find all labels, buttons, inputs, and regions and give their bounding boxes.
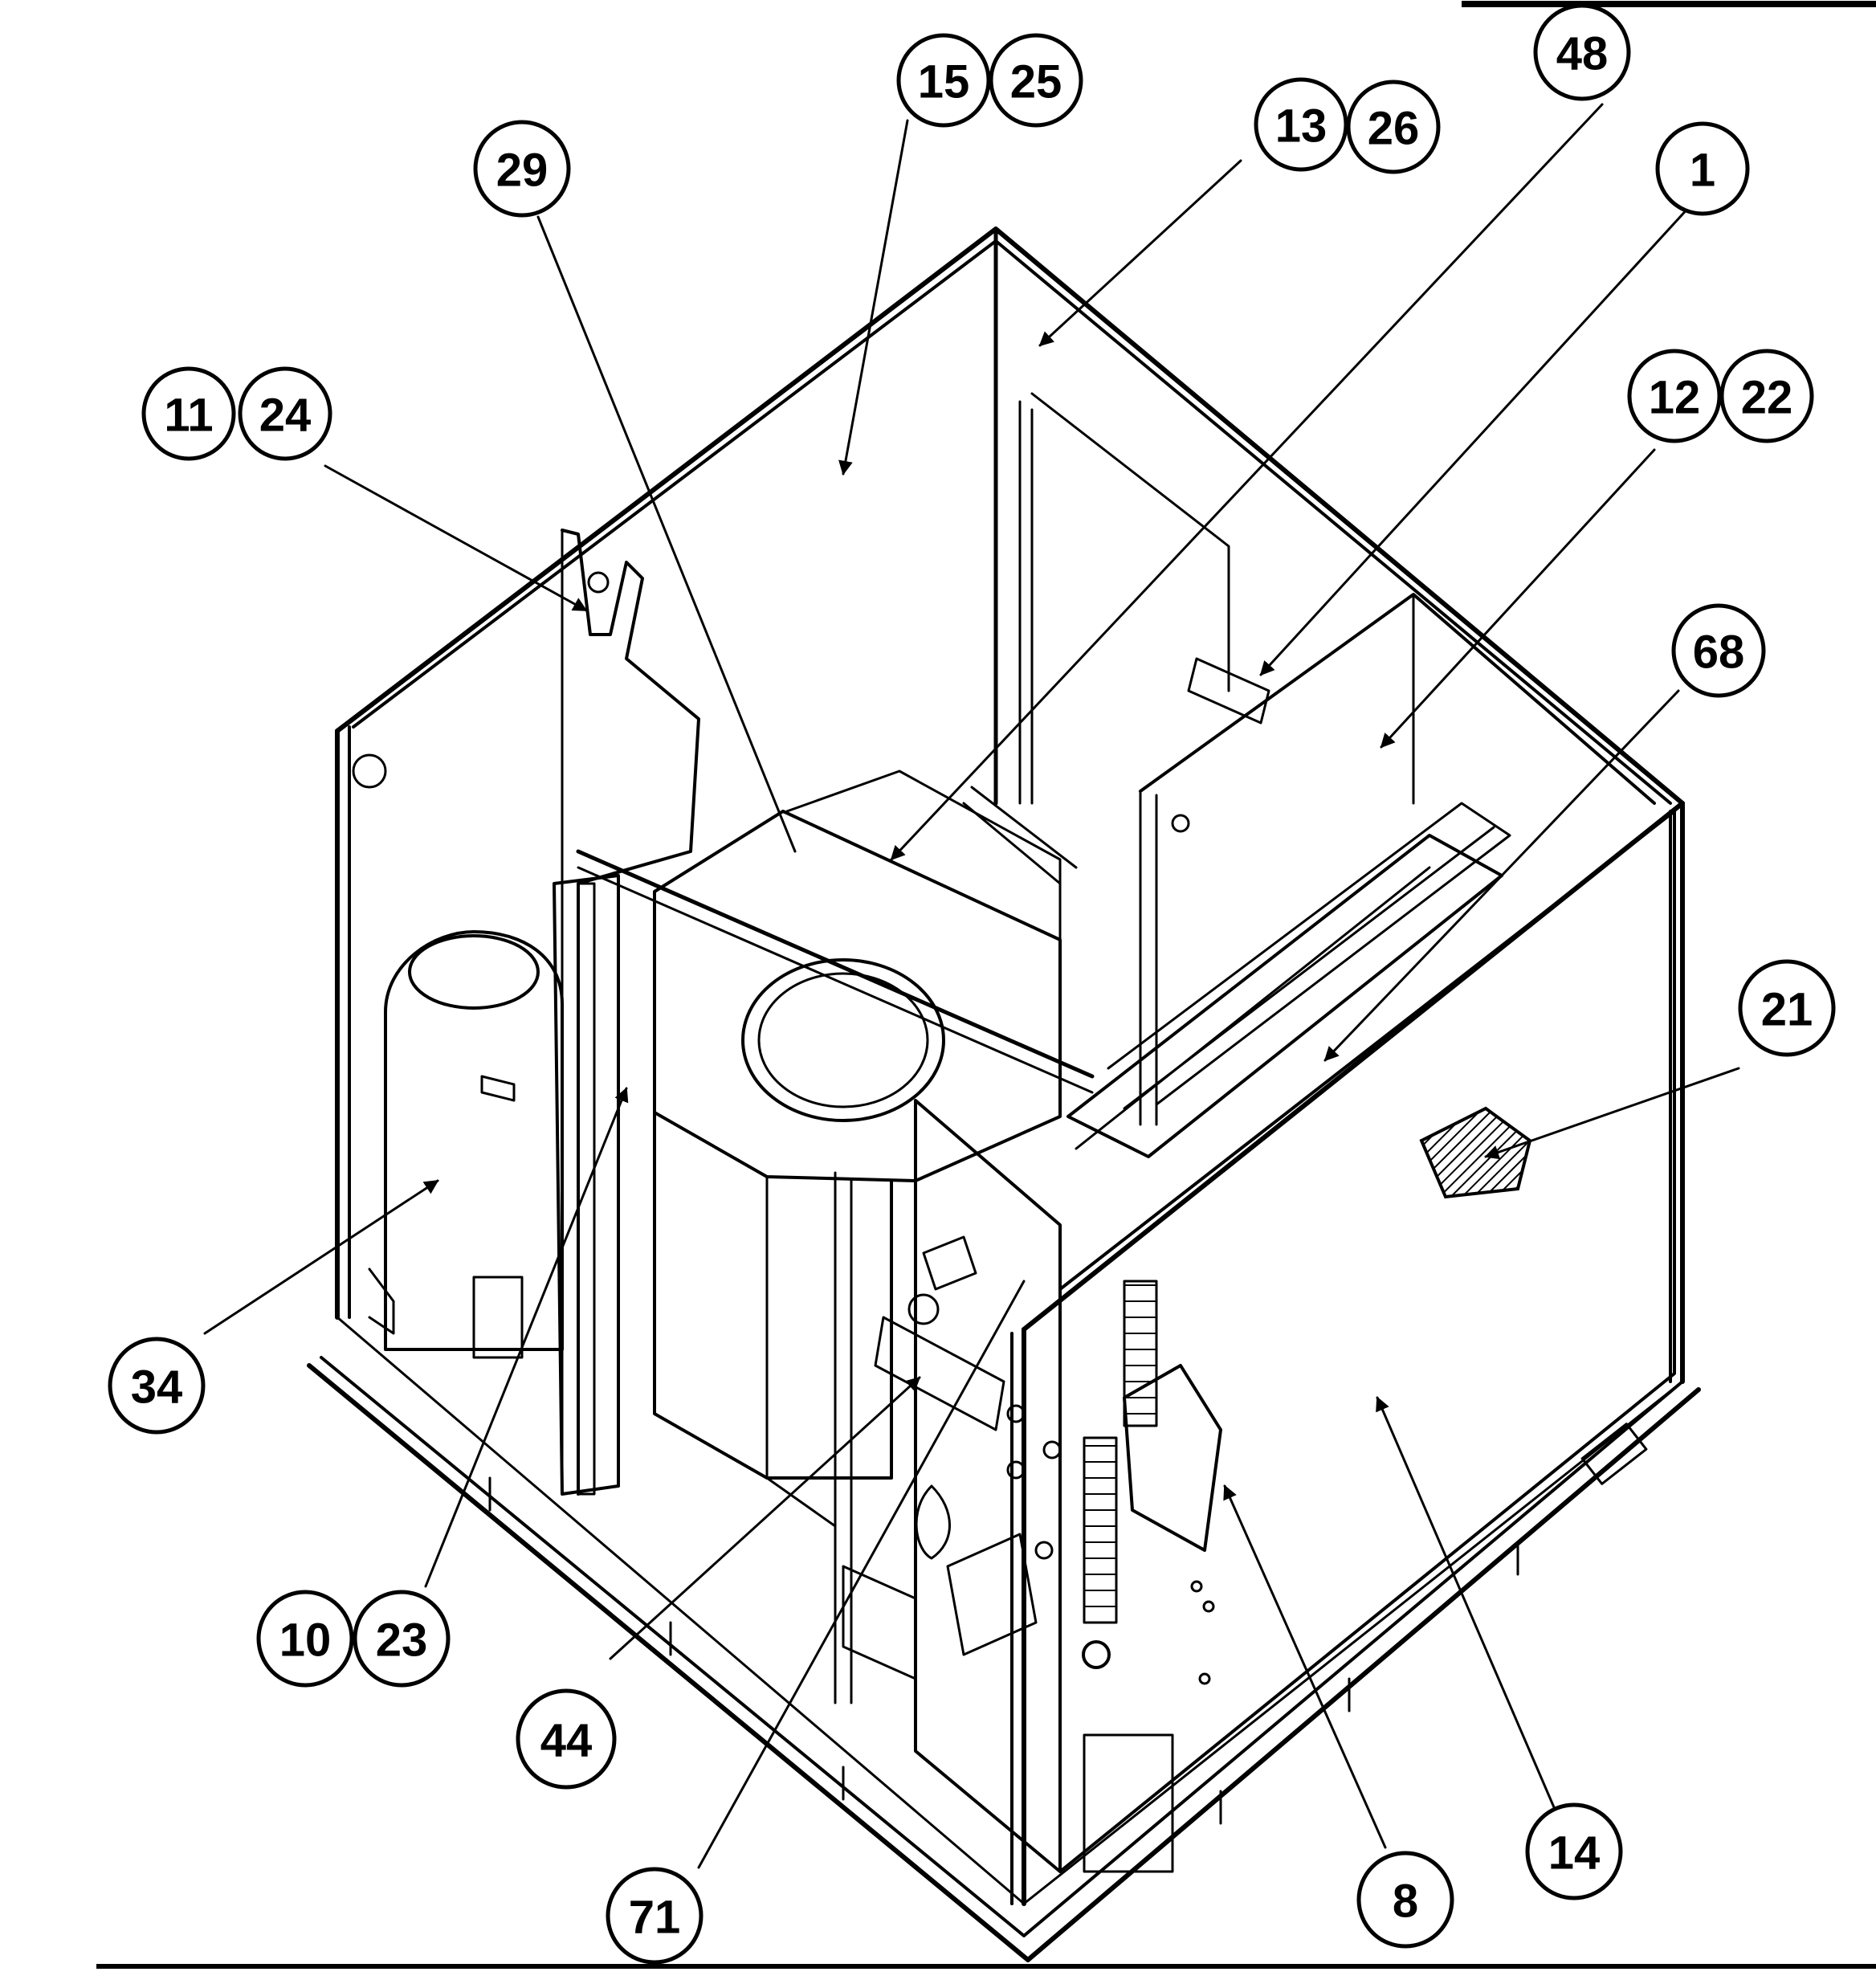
- callout-25: 25: [989, 33, 1083, 128]
- callout-22-label: 22: [1741, 372, 1793, 424]
- callout-44: 44: [516, 1688, 617, 1790]
- callout-24: 24: [238, 366, 332, 461]
- callout-26: 26: [1346, 80, 1441, 174]
- callout-23: 23: [353, 1590, 451, 1688]
- callout-15: 15: [896, 33, 991, 128]
- callout-11-label: 11: [164, 390, 213, 442]
- callout-11: 11: [141, 366, 236, 461]
- callout-15-label: 15: [918, 56, 970, 108]
- callout-29: 29: [473, 120, 571, 218]
- callout-71-label: 71: [629, 1892, 681, 1944]
- callout-48: 48: [1533, 3, 1631, 101]
- unit-cabinet-drawing: [307, 227, 1701, 1962]
- callout-26-label: 26: [1368, 103, 1420, 155]
- leader-lines: [203, 103, 1740, 1869]
- callout-8-label: 8: [1393, 1876, 1418, 1928]
- callout-44-label: 44: [540, 1715, 593, 1767]
- callout-21: 21: [1738, 959, 1836, 1057]
- callout-23-label: 23: [376, 1615, 428, 1667]
- callout-24-label: 24: [259, 390, 312, 442]
- callout-14-label: 14: [1548, 1827, 1601, 1880]
- callout-1: 1: [1655, 121, 1750, 216]
- callout-22: 22: [1719, 349, 1814, 443]
- callout-68-label: 68: [1693, 627, 1745, 679]
- callout-12: 12: [1627, 349, 1722, 443]
- callout-68: 68: [1671, 603, 1766, 698]
- callout-12-label: 12: [1649, 372, 1701, 424]
- callout-10: 10: [256, 1590, 354, 1688]
- callout-34-label: 34: [131, 1361, 183, 1414]
- callout-13-label: 13: [1275, 100, 1327, 153]
- callout-1-label: 1: [1690, 145, 1715, 197]
- callout-25-label: 25: [1010, 56, 1062, 108]
- callout-29-label: 29: [496, 145, 549, 197]
- callout-8: 8: [1356, 1851, 1454, 1949]
- hatched-label: [1419, 1106, 1532, 1199]
- callout-71: 71: [606, 1867, 704, 1965]
- callout-10-label: 10: [279, 1615, 332, 1667]
- callout-34: 34: [108, 1337, 206, 1435]
- callout-14: 14: [1525, 1802, 1623, 1900]
- callout-21-label: 21: [1761, 984, 1813, 1036]
- callout-48-label: 48: [1556, 28, 1609, 80]
- callout-13: 13: [1254, 77, 1348, 172]
